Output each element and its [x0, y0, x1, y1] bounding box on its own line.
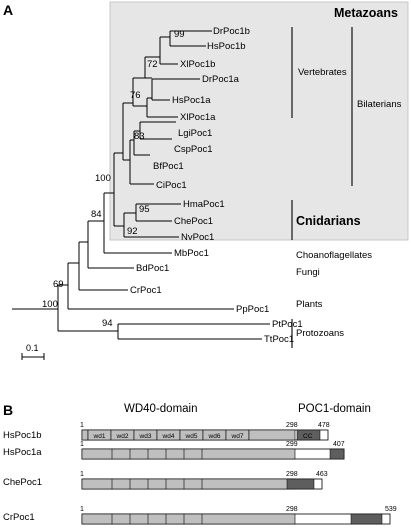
panel-b-label: B: [3, 402, 13, 418]
wd-repeat-label: wd3: [139, 433, 152, 440]
bootstrap-value: 83: [134, 131, 145, 142]
start-position: 1: [80, 422, 84, 429]
protozoans-label: Protozoans: [296, 328, 344, 339]
bootstrap-value: 99: [174, 29, 185, 40]
poc1-domain-header: POC1-domain: [298, 403, 371, 415]
bootstrap-value: 92: [127, 226, 138, 237]
bootstrap-value: 95: [139, 204, 150, 215]
length-position: 539: [385, 506, 397, 513]
scale-bar: 0.1: [21, 343, 45, 360]
taxon-label: DrPoc1a: [202, 74, 240, 85]
cc-label: CC: [303, 433, 313, 440]
length-position: 478: [318, 422, 330, 429]
choanoflagellates-label: Choanoflagellates: [296, 250, 372, 261]
taxon-label: HsPoc1b: [207, 41, 246, 52]
coiled-coil-domain: [329, 448, 345, 460]
scale-bar-label: 0.1: [26, 343, 39, 353]
protein-name: CrPoc1: [3, 512, 35, 523]
phylogenetic-tree: [12, 30, 270, 340]
start-position: 1: [80, 506, 84, 513]
taxon-label: XlPoc1b: [180, 59, 215, 70]
protein-row: HsPoc1a 1 299 407: [3, 441, 345, 460]
taxon-label: TtPoc1: [264, 334, 294, 345]
wd40-domain-tail: [248, 429, 296, 441]
taxon-label: MbPoc1: [174, 248, 209, 259]
length-position: 407: [333, 441, 345, 448]
wd-repeat-dividers: [111, 514, 203, 524]
taxon-label: PtPoc1: [272, 319, 303, 330]
wd40-domain-lead: [81, 429, 89, 441]
bootstrap-value: 69: [53, 279, 64, 290]
bootstrap-value: 84: [91, 209, 102, 220]
coiled-coil-domain: [286, 478, 315, 490]
bootstrap-values: 99 72 76 83 100 95 92 84 69 100 94: [42, 29, 185, 329]
wd-end-position: 298: [286, 506, 298, 513]
bootstrap-value: 100: [95, 173, 111, 184]
wd-end-position: 299: [286, 441, 298, 448]
cnidarians-label: Cnidarians: [296, 214, 361, 228]
start-position: 1: [80, 471, 84, 478]
wd40-domain: [81, 513, 296, 525]
protein-row: CrPoc1 1 298 539: [3, 506, 397, 525]
protein-name: ChePoc1: [3, 477, 42, 488]
taxon-label: CspPoc1: [174, 144, 213, 155]
vertebrates-label: Vertebrates: [298, 67, 347, 78]
start-position: 1: [80, 441, 84, 448]
coiled-coil-domain: [350, 513, 383, 525]
coiled-coil-domain: [296, 429, 321, 441]
protein-name: HsPoc1a: [3, 447, 42, 458]
fungi-label: Fungi: [296, 267, 320, 278]
bootstrap-value: 76: [130, 90, 141, 101]
protein-row: ChePoc1 1 298 463: [3, 471, 328, 490]
protein-name: HsPoc1b: [3, 430, 42, 441]
wd40-domain-header: WD40-domain: [124, 403, 198, 415]
bootstrap-value: 94: [102, 318, 113, 329]
bootstrap-value: 72: [147, 59, 158, 70]
taxon-label: CiPoc1: [156, 180, 187, 191]
taxon-label: HmaPoc1: [183, 199, 225, 210]
wd-repeat-label: wd5: [185, 433, 198, 440]
taxon-label: HsPoc1a: [172, 95, 211, 106]
wd-repeat-label: wd2: [116, 433, 129, 440]
wd-end-position: 298: [286, 471, 298, 478]
wd40-domain: [81, 448, 296, 460]
taxon-label: ChePoc1: [174, 216, 213, 227]
taxon-label: BdPoc1: [136, 263, 169, 274]
bilaterians-label: Bilaterians: [357, 99, 402, 110]
wd-repeat-label: wd1: [93, 433, 106, 440]
scale-bar-line: [21, 353, 45, 360]
taxon-label: NvPoc1: [181, 232, 214, 243]
plants-label: Plants: [296, 299, 323, 310]
wd-end-position: 298: [286, 422, 298, 429]
wd-repeat-label: wd6: [208, 433, 221, 440]
wd-repeat-label: wd4: [162, 433, 175, 440]
wd40-domain: [81, 478, 296, 490]
taxa-labels: DrPoc1b HsPoc1b XlPoc1b DrPoc1a HsPoc1a …: [130, 26, 303, 345]
group-brackets: [291, 27, 353, 348]
taxon-label: BfPoc1: [153, 161, 184, 172]
metazoans-label: Metazoans: [334, 6, 398, 20]
length-position: 463: [316, 471, 328, 478]
wd-repeat-label: wd7: [231, 433, 244, 440]
taxon-label: DrPoc1b: [213, 26, 250, 37]
taxon-label: PpPoc1: [236, 304, 269, 315]
wd-repeats: wd1 wd2 wd3 wd4 wd5 wd6 wd7: [81, 429, 296, 441]
taxon-label: CrPoc1: [130, 285, 162, 296]
wd-repeat-dividers: [111, 479, 203, 489]
taxon-label: XlPoc1a: [180, 112, 216, 123]
wd-repeat-dividers: [111, 449, 203, 459]
bootstrap-value: 100: [42, 299, 58, 310]
panel-a-label: A: [3, 2, 13, 18]
taxon-label: LgiPoc1: [178, 128, 212, 139]
